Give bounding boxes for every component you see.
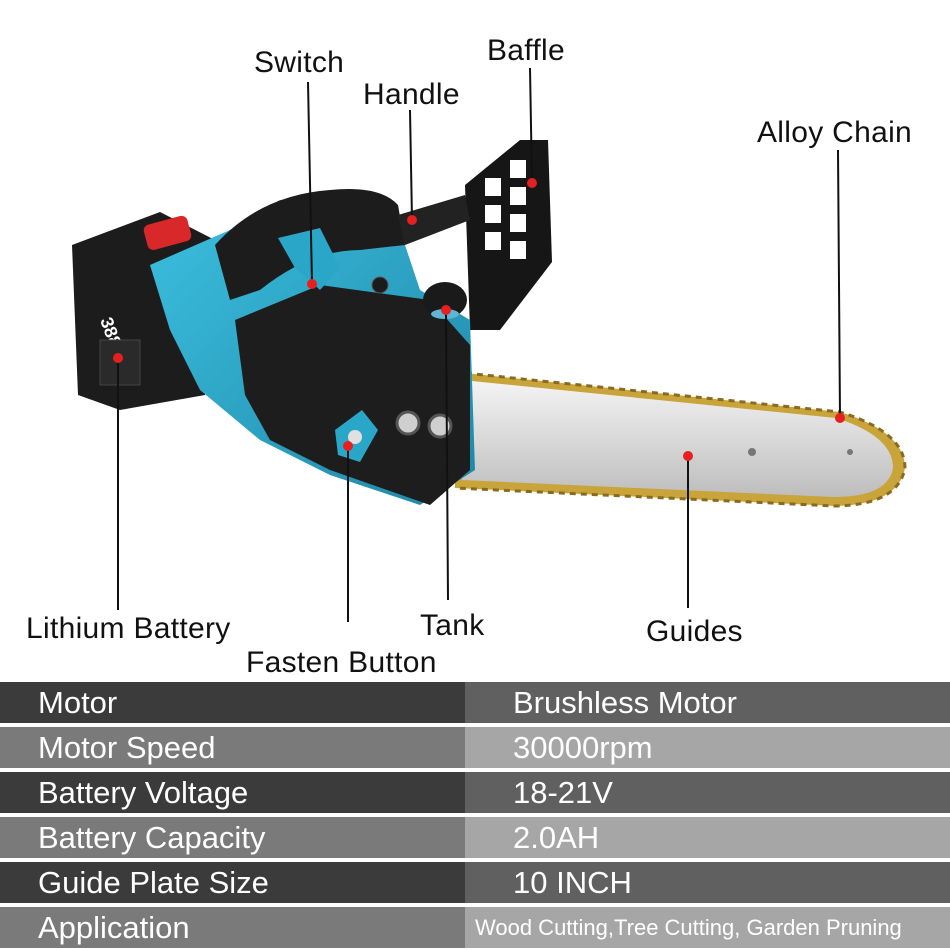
spec-label: Application [0,907,465,948]
spec-row-battery-capacity: Battery Capacity 2.0AH [0,817,950,858]
callout-fasten-button: Fasten Button [246,646,437,679]
spec-table: Motor Brushless Motor Motor Speed 30000r… [0,682,950,950]
guide-bar [454,370,907,508]
callout-handle: Handle [363,78,460,111]
spec-value: 30000rpm [465,727,950,768]
spec-label: Battery Capacity [0,817,465,858]
callout-switch: Switch [254,46,345,79]
spec-row-guide-plate-size: Guide Plate Size 10 INCH [0,862,950,903]
spec-value: Wood Cutting,Tree Cutting, Garden Prunin… [465,907,950,948]
spec-row-battery-voltage: Battery Voltage 18-21V [0,772,950,813]
callout-lithium-battery: Lithium Battery [26,612,231,645]
spec-label: Guide Plate Size [0,862,465,903]
spec-row-motor: Motor Brushless Motor [0,682,950,723]
callout-alloy-chain: Alloy Chain [757,116,913,149]
callout-markers [113,178,845,461]
motor-housing [150,189,475,505]
callout-baffle: Baffle [487,34,565,67]
product-diagram: 388VF [26,34,913,679]
spec-value: 18-21V [465,772,950,813]
spec-label: Battery Voltage [0,772,465,813]
spec-value: 2.0AH [465,817,950,858]
callout-guides: Guides [646,615,743,648]
spec-row-application: Application Wood Cutting,Tree Cutting, G… [0,907,950,948]
callout-tank: Tank [420,609,485,642]
spec-value: Brushless Motor [465,682,950,723]
spec-label: Motor [0,682,465,723]
spec-label: Motor Speed [0,727,465,768]
chainsaw-illustration: 388VF [72,67,907,622]
spec-value: 10 INCH [465,862,950,903]
leader-lines [117,67,841,622]
spec-row-motor-speed: Motor Speed 30000rpm [0,727,950,768]
baffle-guard [465,140,552,330]
